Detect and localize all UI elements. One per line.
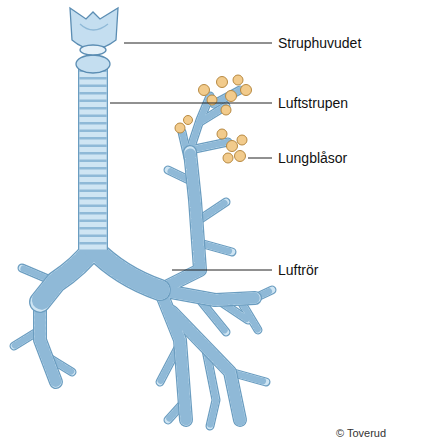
bronchial-tree <box>14 62 272 426</box>
alveoli <box>175 75 252 163</box>
part-label: Lungblåsor <box>278 149 347 167</box>
larynx <box>70 8 118 73</box>
leader-lines <box>110 43 272 270</box>
part-label: Luftstrupen <box>278 94 348 112</box>
copyright-watermark: © Toverud <box>336 426 386 440</box>
part-label: Luftrör <box>278 261 318 279</box>
part-label: Struphuvudet <box>278 34 361 52</box>
